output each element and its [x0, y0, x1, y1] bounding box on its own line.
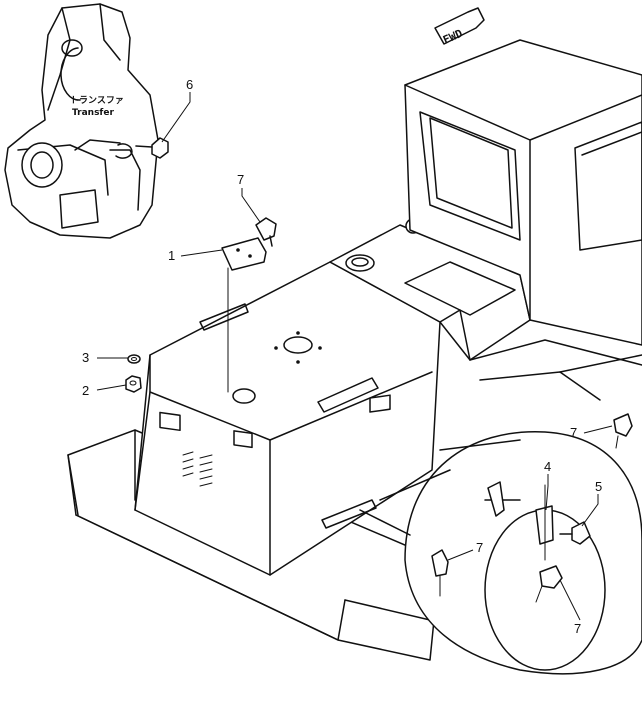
- transfer-case: トランスファ Transfer: [4, 3, 159, 239]
- callout-7-lower-right: 7: [574, 621, 581, 636]
- transfer-label-jp: トランスファ: [70, 95, 124, 106]
- key-part-7-upper: [255, 217, 277, 247]
- operator-cab: [404, 39, 642, 401]
- engine-hood: [134, 261, 441, 576]
- key-part-7-right: [613, 413, 633, 449]
- bolt-part-5: [559, 521, 591, 545]
- callout-7-right: 7: [570, 425, 577, 440]
- fwd-sign: FWD: [434, 7, 485, 47]
- callout-leaders: [96, 92, 613, 621]
- callout-6: 6: [186, 77, 193, 92]
- callout-numbers: 6 7 1 3 2 7 4 5 7 7: [82, 77, 602, 636]
- transfer-label-en: Transfer: [72, 108, 114, 118]
- key-part-7-lower-left: [431, 549, 449, 597]
- callout-4: 4: [544, 459, 551, 474]
- nut-part-2: [125, 375, 142, 393]
- callout-7-upper: 7: [237, 172, 244, 187]
- key-part-7-lower-right: [535, 565, 563, 603]
- callout-7-lower-left: 7: [476, 540, 483, 555]
- callout-3: 3: [82, 350, 89, 365]
- clamp-part-6: [135, 137, 169, 159]
- callout-2: 2: [82, 383, 89, 398]
- washer-part-3: [127, 354, 141, 364]
- callout-1: 1: [168, 248, 175, 263]
- callout-5: 5: [595, 479, 602, 494]
- bracket-part-1: [221, 237, 267, 393]
